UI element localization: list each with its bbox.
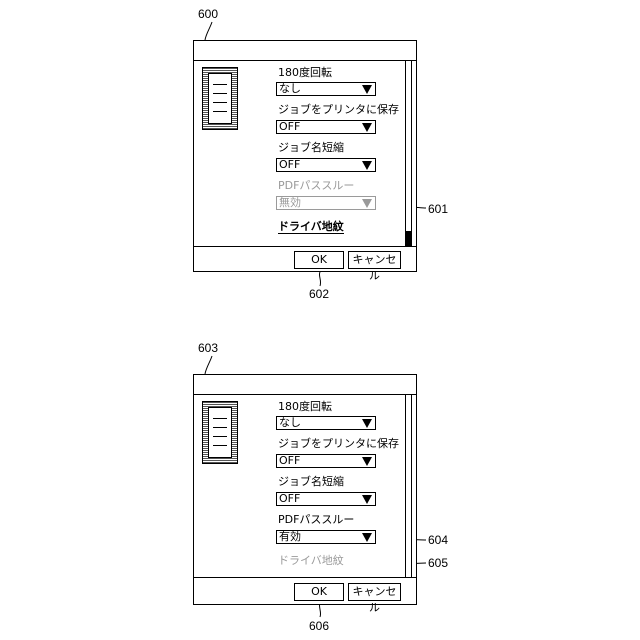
save-job-select[interactable]: OFF [276, 454, 376, 468]
reference-numeral-606: 606 [309, 620, 329, 632]
leader-602 [319, 272, 320, 286]
dialog-title-bar [194, 41, 416, 61]
driver-watermark-label[interactable]: ドライバ地紋 [278, 220, 344, 234]
pdf-passthrough-label: PDFパススルー [278, 513, 354, 526]
rotate-180-value: なし [279, 83, 301, 95]
pdf-passthrough-label: PDFパススルー [278, 179, 354, 192]
leader-600 [205, 22, 212, 40]
dialog-title-bar [194, 375, 416, 395]
dropdown-arrow-icon [362, 85, 372, 94]
reference-numeral-604: 604 [428, 534, 448, 546]
pdf-passthrough-value: 無効 [279, 197, 301, 209]
scrollbar-thumb[interactable] [406, 231, 411, 246]
save-job-select[interactable]: OFF [276, 120, 376, 134]
reference-numeral-605: 605 [428, 557, 448, 569]
save-job-label: ジョブをプリンタに保存 [278, 103, 399, 116]
pdf-passthrough-value: 有効 [279, 531, 301, 543]
reference-numeral-601: 601 [428, 203, 448, 215]
scrollbar[interactable] [405, 60, 412, 247]
cancel-button[interactable]: キャンセル [348, 251, 401, 269]
dropdown-arrow-icon [362, 533, 372, 542]
rotate-180-select[interactable]: なし [276, 82, 376, 96]
save-job-value: OFF [279, 121, 300, 133]
save-job-label: ジョブをプリンタに保存 [278, 437, 399, 450]
dropdown-arrow-icon [362, 457, 372, 466]
leader-603 [205, 356, 212, 374]
job-name-shorten-select[interactable]: OFF [276, 158, 376, 172]
dialog-footer: OK キャンセル [194, 577, 416, 605]
document-preview-icon [202, 67, 238, 130]
reference-numeral-602: 602 [309, 288, 329, 300]
rotate-180-label: 180度回転 [278, 400, 332, 413]
pdf-passthrough-select[interactable]: 有効 [276, 530, 376, 544]
job-name-shorten-value: OFF [279, 159, 300, 171]
dropdown-arrow-icon [362, 495, 372, 504]
printer-settings-dialog: 180度回転 なし ジョブをプリンタに保存 OFF ジョブ名短縮 OFF PDF… [193, 374, 417, 605]
dropdown-arrow-icon [362, 161, 372, 170]
cancel-button[interactable]: キャンセル [348, 583, 401, 601]
reference-numeral-603: 603 [198, 342, 218, 354]
job-name-shorten-value: OFF [279, 493, 300, 505]
job-name-shorten-label: ジョブ名短縮 [278, 475, 344, 488]
job-name-shorten-select[interactable]: OFF [276, 492, 376, 506]
dropdown-arrow-icon [362, 199, 372, 208]
dialog-footer: OK キャンセル [194, 246, 416, 272]
rotate-180-label: 180度回転 [278, 66, 332, 79]
driver-watermark-label: ドライバ地紋 [278, 554, 344, 567]
pdf-passthrough-select: 無効 [276, 196, 376, 210]
dropdown-arrow-icon [362, 123, 372, 132]
document-preview-icon [202, 401, 238, 464]
rotate-180-select[interactable]: なし [276, 416, 376, 430]
reference-numeral-600: 600 [198, 8, 218, 20]
scrollbar[interactable] [405, 394, 412, 578]
ok-button[interactable]: OK [294, 251, 344, 269]
save-job-value: OFF [279, 455, 300, 467]
ok-button[interactable]: OK [294, 583, 344, 601]
dropdown-arrow-icon [362, 419, 372, 428]
rotate-180-value: なし [279, 417, 301, 429]
printer-settings-dialog: 180度回転 なし ジョブをプリンタに保存 OFF ジョブ名短縮 OFF PDF… [193, 40, 417, 272]
job-name-shorten-label: ジョブ名短縮 [278, 141, 344, 154]
